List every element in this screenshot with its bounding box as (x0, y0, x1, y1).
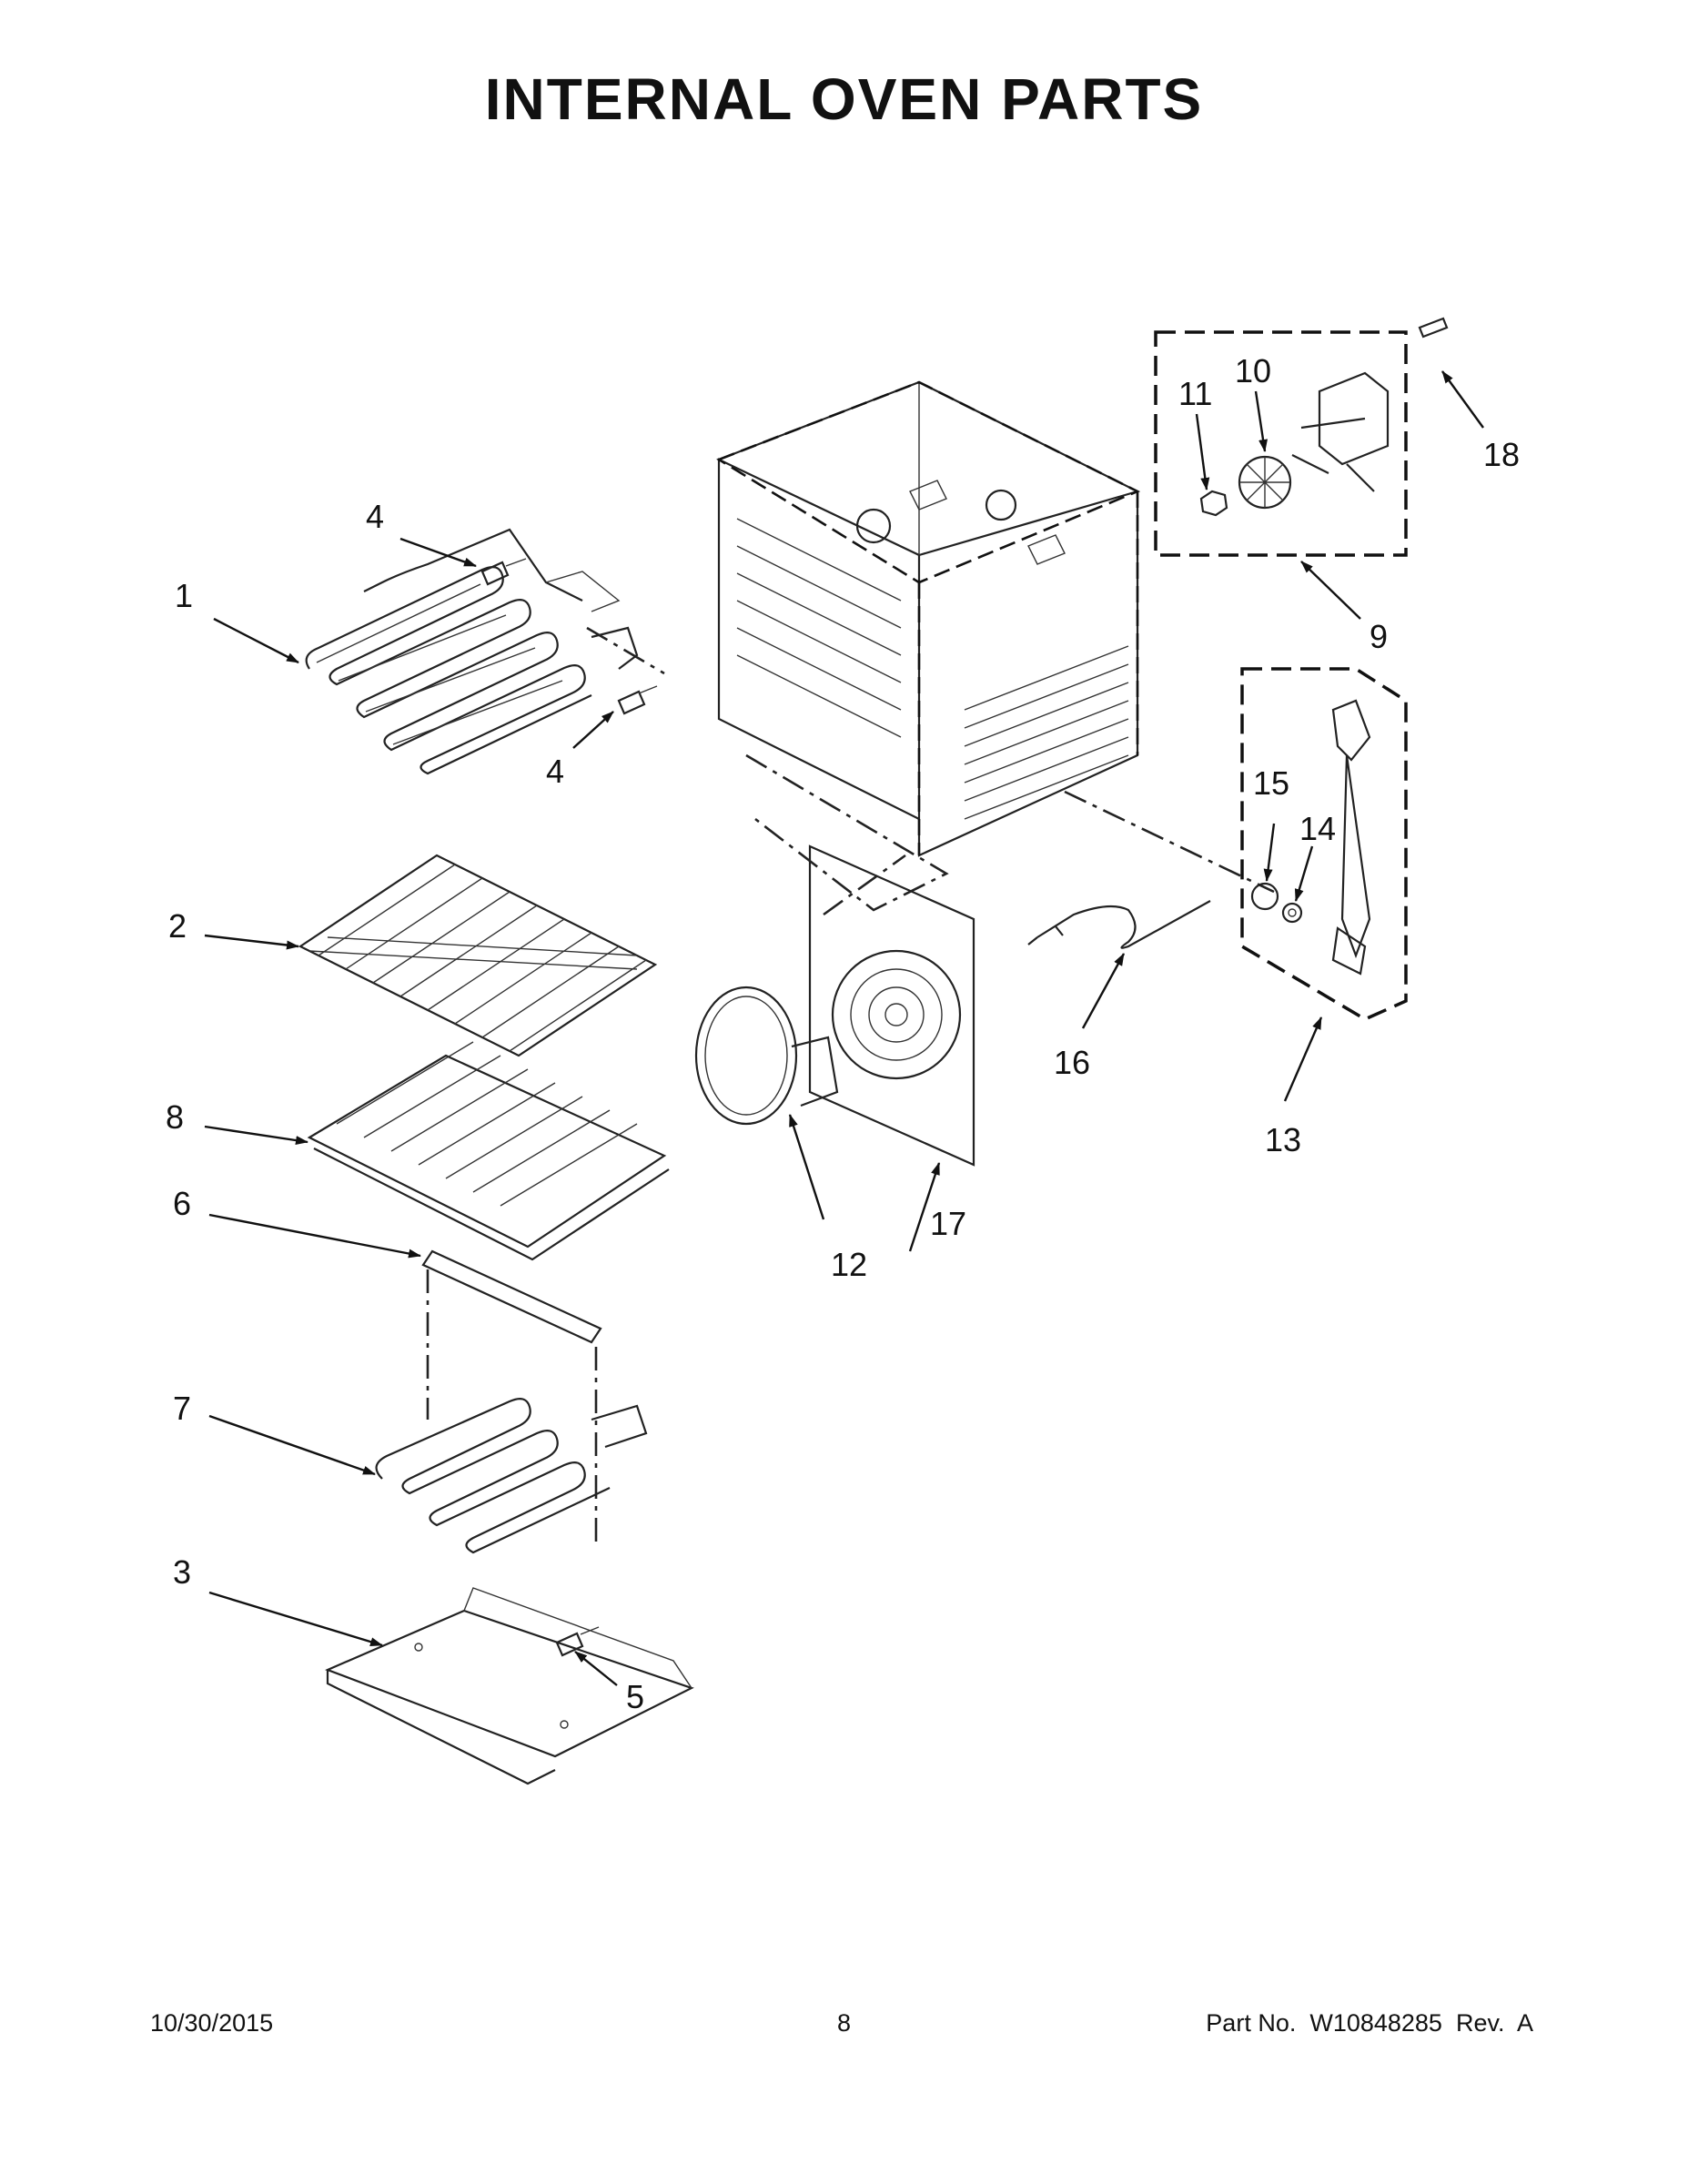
oven-bottom-panel (325, 1587, 694, 1785)
convection-rear-panel (808, 844, 975, 1167)
callout-1: 1 (175, 577, 193, 614)
footer-part-number: Part No. W10848285 Rev. A (1206, 2009, 1533, 2037)
upper-element-screw-bottom (617, 685, 658, 715)
callout-17: 17 (930, 1205, 966, 1242)
upper-heating-element (305, 528, 639, 775)
fan-nut (1199, 490, 1228, 517)
lower-heating-element (375, 1397, 648, 1554)
callout-16: 16 (1054, 1044, 1090, 1081)
callout-4-bottom: 4 (546, 753, 564, 790)
bottom-panel-screw (555, 1626, 600, 1657)
callout-8: 8 (166, 1098, 184, 1136)
callout-13: 13 (1265, 1121, 1301, 1158)
convection-motor (1291, 371, 1390, 492)
callout-arrows (204, 370, 1484, 1686)
sliding-oven-rack (307, 1041, 670, 1261)
callout-5: 5 (626, 1678, 644, 1715)
convection-motor-kit-box (1154, 330, 1408, 557)
oven-cavity (716, 380, 1141, 912)
footer-date: 10/30/2015 (150, 2009, 274, 2037)
callout-11: 11 (1178, 375, 1212, 412)
callout-15: 15 (1253, 764, 1289, 802)
cavity-alignment-line (1064, 790, 1275, 894)
page-title: INTERNAL OVEN PARTS (484, 66, 1204, 132)
callout-2: 2 (168, 907, 187, 945)
element-cover-trim (421, 1249, 602, 1344)
sensor-washer (1281, 902, 1303, 924)
convection-element (694, 986, 839, 1126)
callout-14: 14 (1299, 810, 1336, 847)
panel-alignment-line (823, 854, 906, 916)
callout-12: 12 (831, 1246, 867, 1283)
motor-screw (1418, 317, 1449, 339)
upper-element-screw-top (480, 558, 527, 586)
sensor-nut (1250, 882, 1279, 911)
callout-9: 9 (1370, 618, 1388, 655)
element-alignment-line (586, 626, 665, 675)
temperature-sensor-kit-box (1240, 667, 1408, 1021)
callout-10: 10 (1235, 352, 1271, 389)
flat-oven-rack (298, 854, 658, 1057)
fan-blade (1238, 455, 1292, 510)
footer-page-number: 8 (836, 2009, 852, 2037)
temperature-sensor (1331, 699, 1371, 976)
callout-18: 18 (1483, 436, 1520, 473)
meat-probe (1027, 900, 1211, 949)
callout-3: 3 (173, 1553, 191, 1591)
callout-7: 7 (173, 1390, 191, 1427)
callout-6: 6 (173, 1185, 191, 1222)
callout-4-top: 4 (366, 498, 384, 535)
